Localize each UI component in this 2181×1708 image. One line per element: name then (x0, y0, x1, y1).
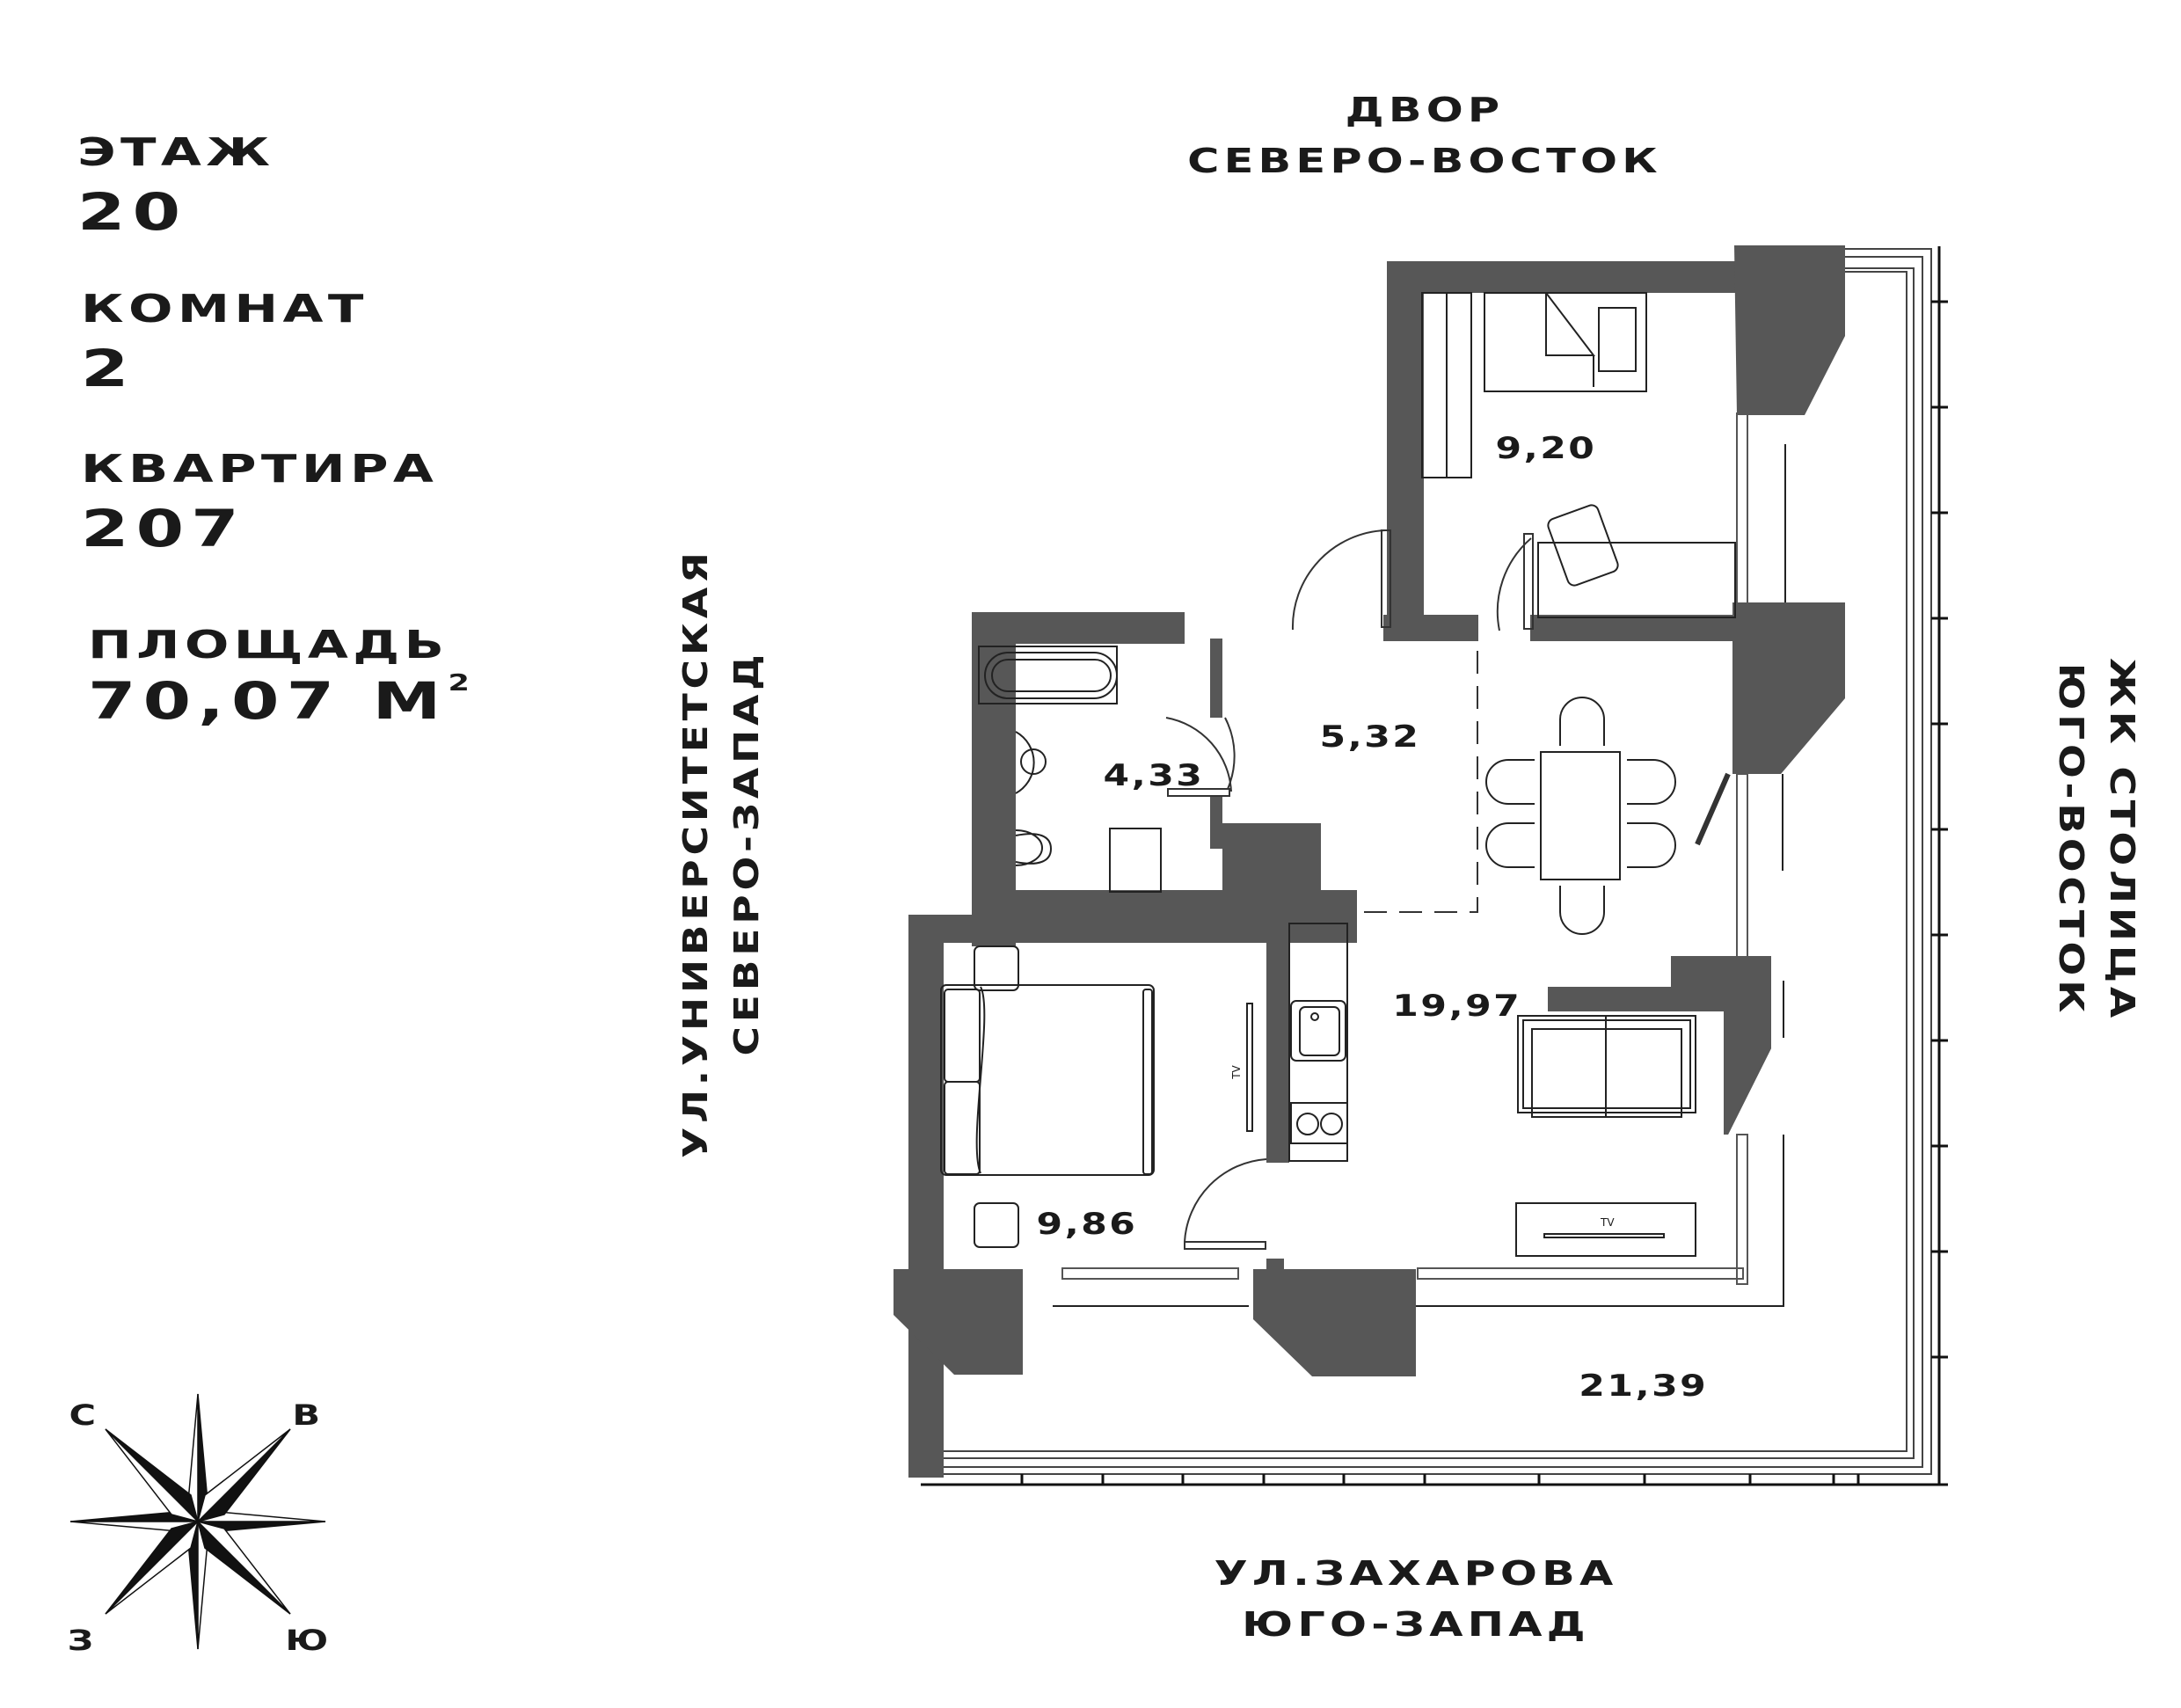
tv-label-living: TV (1601, 1216, 1615, 1229)
furniture (940, 292, 1736, 1257)
double-bed (940, 984, 1155, 1176)
walls (894, 245, 1845, 1478)
apartment-label: КВАРТИРА (81, 447, 439, 492)
loggia-inner-line (1053, 444, 1786, 1307)
dining-table (1540, 751, 1621, 880)
kitchen-sink (1290, 1000, 1346, 1062)
single-bed (1484, 292, 1647, 392)
toilet (1015, 829, 1053, 866)
compass-label-west: З (67, 1624, 94, 1657)
apartment-value: 207 (81, 499, 246, 558)
kitchen-counter (1288, 923, 1348, 1162)
tv-living (1543, 1233, 1665, 1238)
room-area-bedroom-small: 9,20 (1495, 431, 1597, 466)
office-chair (1547, 504, 1619, 587)
chair (1559, 697, 1605, 746)
area-value: 70,07 М2 (88, 670, 478, 731)
washing-machine (1109, 828, 1162, 893)
compass-label-north: С (69, 1398, 97, 1432)
chair (1627, 759, 1676, 805)
doors (1165, 529, 1731, 1250)
hallway-boundary (1359, 651, 1478, 913)
room-area-hallway: 5,32 (1319, 719, 1421, 755)
room-area-bedroom-main: 9,86 (1036, 1207, 1138, 1242)
area-label: ПЛОЩАДЬ (88, 623, 449, 668)
tv-stand (1515, 1202, 1696, 1257)
cooktop (1290, 1102, 1348, 1144)
balcony-outline (921, 246, 1948, 1486)
desk (1537, 542, 1736, 618)
rooms-value: 2 (81, 339, 136, 398)
floor-value: 20 (77, 182, 188, 242)
compass-label-south: Ю (285, 1624, 329, 1657)
balcony-railing-ticks (1020, 300, 1948, 1485)
room-area-kitchen-living: 19,97 (1392, 989, 1522, 1024)
orientation-bottom: УЛ.ЗАХАРОВА ЮГО-ЗАПАД (1214, 1554, 1618, 1644)
compass-rose-icon (69, 1393, 326, 1650)
rooms-label: КОМНАТ (81, 287, 368, 332)
room-area-bathroom: 4,33 (1103, 758, 1205, 793)
room-area-balcony: 21,39 (1579, 1369, 1709, 1404)
chair (1485, 822, 1535, 868)
chair (1559, 886, 1605, 935)
tv-bedroom (1246, 1003, 1253, 1132)
chair (1627, 822, 1676, 868)
orientation-top: ДВОР СЕВЕРО-ВОСТОК (1187, 91, 1662, 180)
chair (1485, 759, 1535, 805)
compass-label-east: В (292, 1398, 321, 1432)
tv-label-bedroom: TV (1229, 1065, 1243, 1079)
sink-bathroom (1015, 731, 1035, 794)
floor-label: ЭТАЖ (77, 130, 275, 175)
